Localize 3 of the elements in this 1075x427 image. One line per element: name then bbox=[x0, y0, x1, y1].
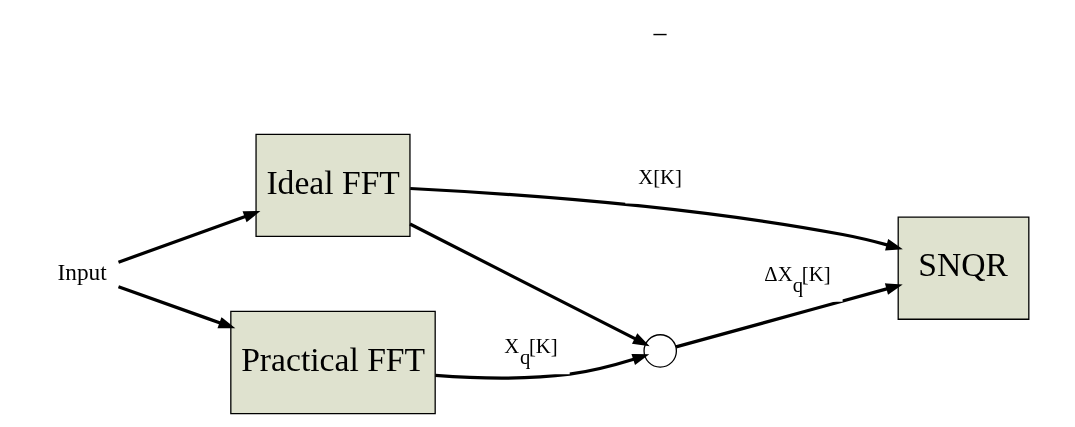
node-text: Input bbox=[57, 259, 107, 286]
edge-label: X[K] bbox=[637, 165, 682, 188]
label: − bbox=[651, 18, 668, 50]
